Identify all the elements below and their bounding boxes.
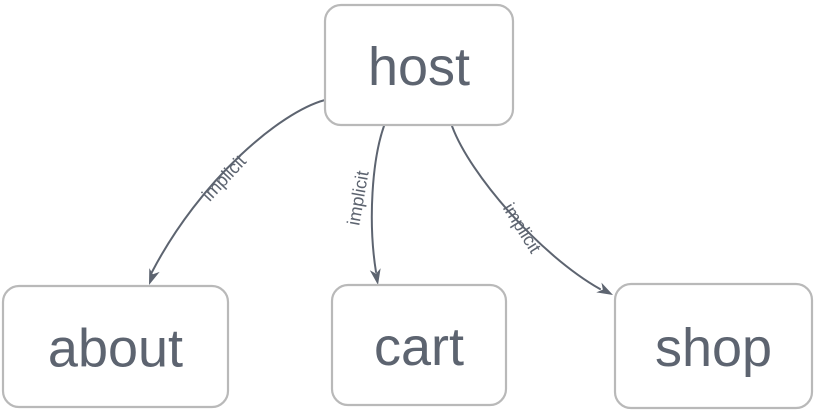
node-shop-box[interactable]	[613, 282, 814, 410]
node-cart-box[interactable]	[330, 283, 508, 407]
node-cart[interactable]: cart	[330, 283, 508, 407]
edge-host-about-arrowhead	[149, 268, 160, 285]
edge-host-about[interactable]	[144, 99, 326, 287]
nodes-layer: host about cart shop	[1, 3, 814, 410]
edge-host-shop-path	[451, 125, 601, 290]
node-shop[interactable]: shop	[613, 282, 814, 410]
edge-label-host-cart: implicit	[343, 169, 372, 227]
edge-host-cart-path	[370, 125, 385, 273]
node-shop-label: shop	[655, 318, 772, 378]
node-about-box[interactable]	[1, 284, 230, 409]
node-about-label: about	[48, 319, 183, 379]
edge-host-cart-arrowhead	[369, 268, 381, 285]
edge-host-about-path	[151, 99, 326, 273]
node-about[interactable]: about	[1, 284, 230, 409]
edge-label-host-shop: implicit	[499, 199, 545, 256]
node-cart-label: cart	[374, 317, 464, 377]
edge-host-shop[interactable]	[451, 125, 616, 300]
edges-layer	[144, 99, 616, 300]
edge-host-cart[interactable]	[369, 125, 385, 286]
node-host-box[interactable]	[323, 3, 515, 127]
edge-host-shop-arrowhead	[596, 282, 613, 295]
node-host[interactable]: host	[323, 3, 515, 127]
node-host-label: host	[368, 37, 470, 97]
edge-label-host-about: implicit	[198, 151, 250, 205]
